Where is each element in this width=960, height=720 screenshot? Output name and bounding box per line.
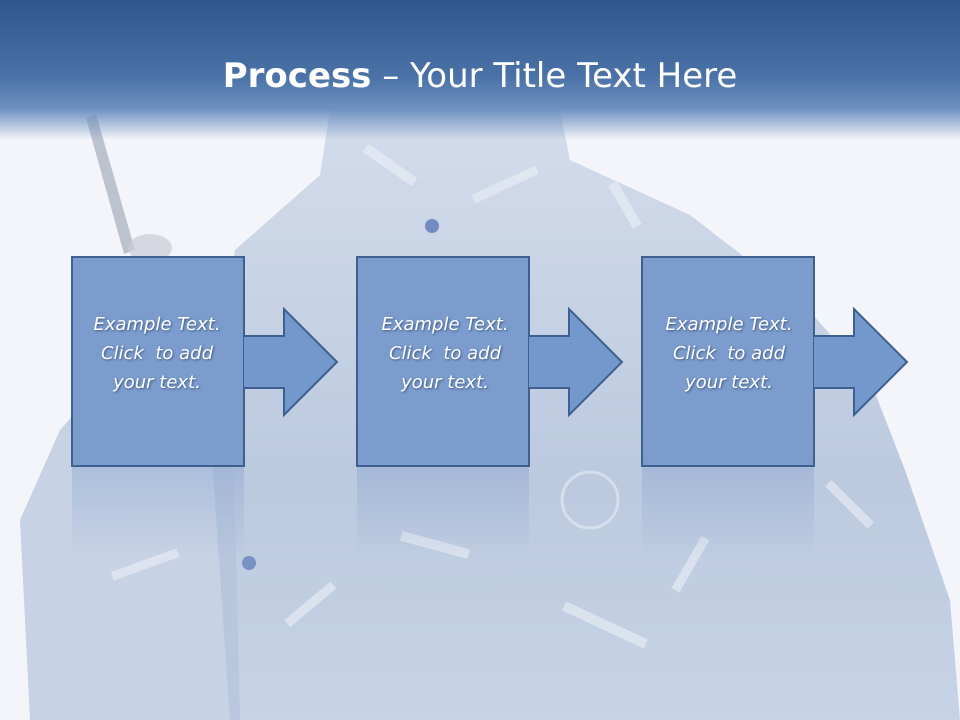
step-arrow-1[interactable] (244, 306, 339, 418)
step-text-1[interactable]: Example Text. Click to add your text. (72, 310, 242, 397)
slide-title[interactable]: Process – Your Title Text Here (0, 52, 960, 100)
step-box-3[interactable] (641, 256, 815, 467)
step-arrow-2[interactable] (529, 306, 624, 418)
step-2-line-3: your text. (401, 372, 489, 393)
step-box-1[interactable] (71, 256, 245, 467)
step-3-line-1: Example Text. (665, 314, 793, 335)
step-text-2[interactable]: Example Text. Click to add your text. (360, 310, 530, 397)
step-text-3[interactable]: Example Text. Click to add your text. (644, 310, 814, 397)
process-step-2[interactable] (356, 256, 624, 467)
step-arrow-3[interactable] (814, 306, 909, 418)
step-1-line-2: Click to add (100, 343, 213, 364)
step-2-line-2: Click to add (388, 343, 501, 364)
step-3-line-3: your text. (685, 372, 773, 393)
process-step-3[interactable] (641, 256, 909, 467)
title-bold: Process (222, 56, 372, 96)
step-2-line-1: Example Text. (381, 314, 509, 335)
step-3-line-2: Click to add (672, 343, 785, 364)
step-box-2[interactable] (356, 256, 530, 467)
title-rest: – Your Title Text Here (371, 56, 738, 96)
step-1-line-3: your text. (113, 372, 201, 393)
header-bar (0, 0, 960, 140)
step-1-line-1: Example Text. (93, 314, 221, 335)
process-step-1[interactable] (71, 256, 339, 467)
